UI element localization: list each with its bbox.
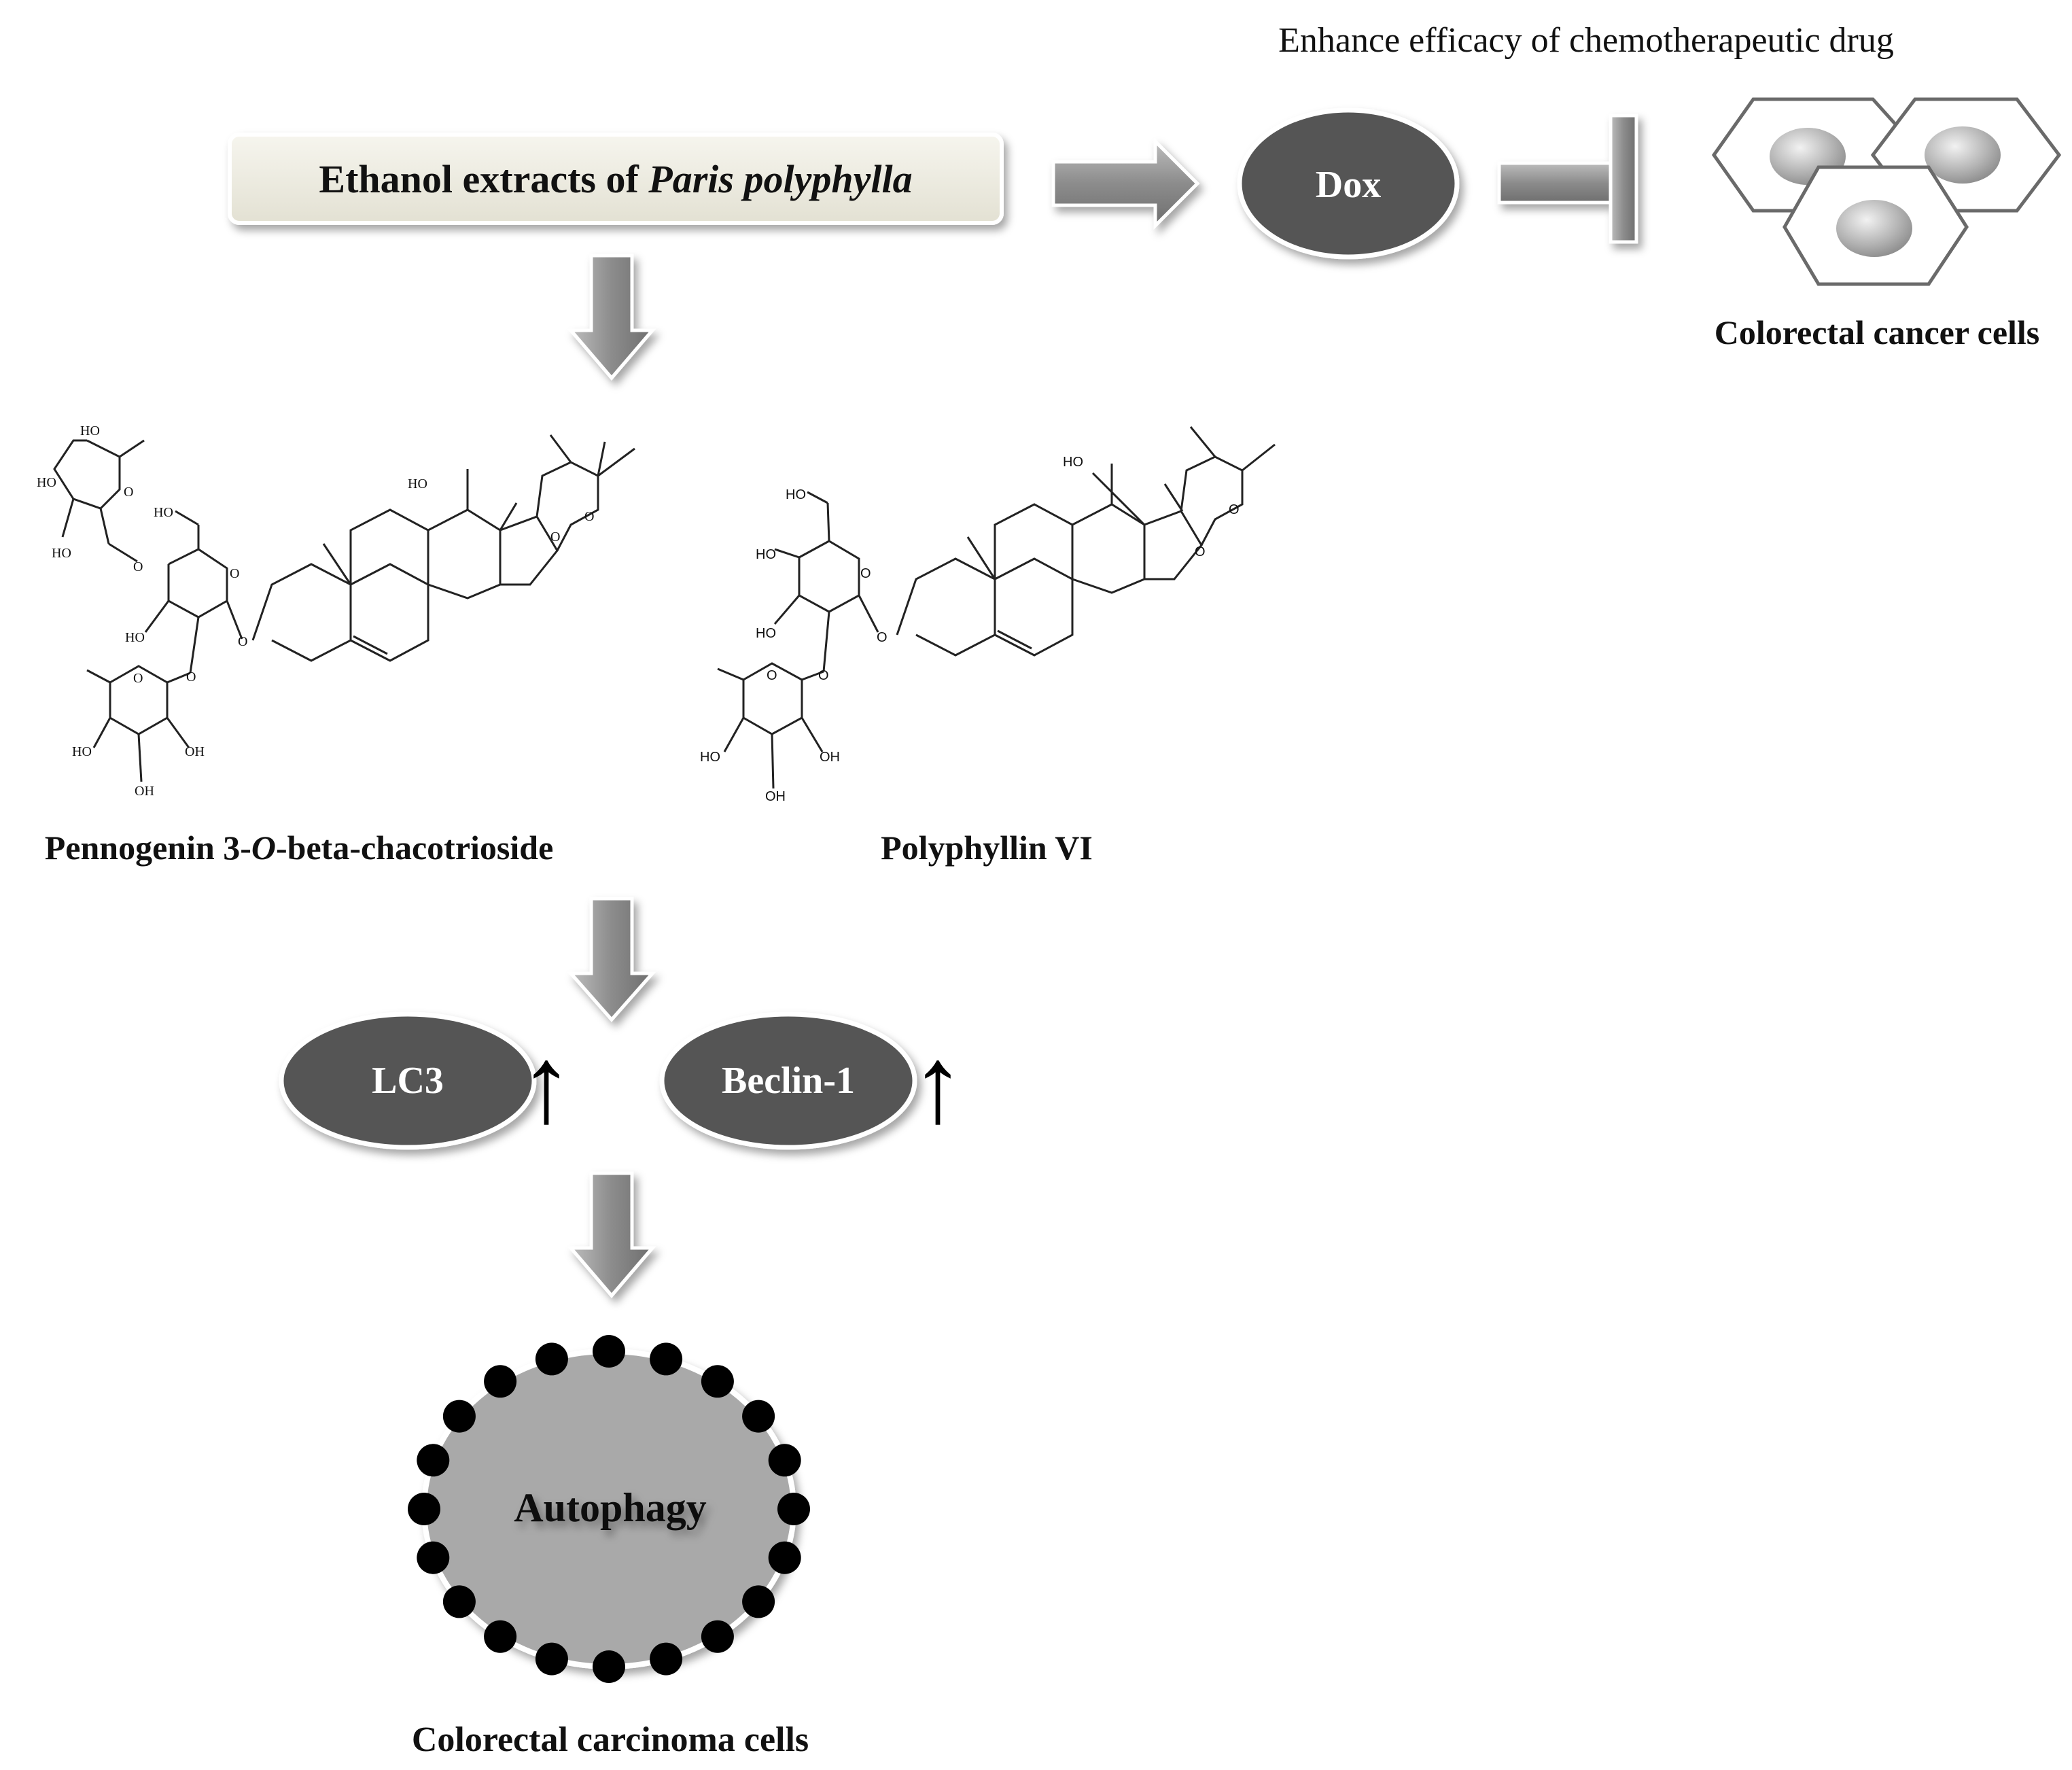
structure-polyphyllin (717, 426, 1276, 789)
autophagosome-dot (484, 1365, 517, 1398)
compound-name-polyphyllin: Polyphyllin VI (881, 829, 1093, 867)
autophagosome-dot (701, 1620, 734, 1653)
svg-text:OH: OH (135, 784, 154, 799)
autophagosome-dots (408, 1335, 810, 1683)
svg-text:O: O (133, 671, 143, 686)
svg-text:OH: OH (185, 744, 205, 759)
svg-text:HO: HO (125, 630, 145, 645)
svg-text:OH: OH (765, 789, 786, 804)
autophagosome-dot (742, 1400, 775, 1433)
autophagosome-dot (777, 1493, 810, 1525)
autophagosome-dot (650, 1342, 683, 1376)
beclin-label: Beclin-1 (722, 1060, 855, 1102)
autophagosome-dot (535, 1642, 568, 1676)
autophagosome-dot (417, 1444, 450, 1477)
autophagosome-dot (535, 1342, 568, 1376)
svg-text:O: O (818, 668, 829, 683)
svg-text:O: O (877, 630, 888, 645)
svg-text:HO: HO (408, 476, 427, 491)
extract-box: Ethanol extracts of Paris polyphylla (228, 133, 1004, 225)
svg-text:O: O (1229, 502, 1240, 517)
svg-text:O: O (186, 670, 196, 684)
arrow-to-dox (1051, 137, 1200, 230)
cell-nucleus-right (1925, 126, 2001, 184)
svg-text:O: O (1195, 544, 1206, 559)
autophagosome-dot (768, 1541, 801, 1574)
arrow-down-to-compounds (567, 254, 656, 381)
svg-text:HO: HO (700, 750, 720, 765)
svg-text:HO: HO (52, 546, 71, 561)
svg-text:O: O (584, 509, 594, 524)
svg-text:O: O (767, 668, 777, 683)
efficacy-note: Enhance efficacy of chemotherapeutic dru… (1278, 21, 1894, 60)
autophagosome-dot (701, 1365, 734, 1398)
svg-text:HO: HO (756, 547, 776, 562)
autophagy-label: Autophagy (514, 1485, 706, 1530)
cell-nucleus-bottom (1836, 200, 1912, 257)
autophagosome-dot (408, 1493, 440, 1525)
svg-text:O: O (133, 559, 143, 574)
svg-text:HO: HO (154, 505, 173, 520)
autophagosome-dot (442, 1585, 476, 1618)
svg-text:O: O (550, 530, 560, 544)
arrow-down-to-markers (567, 897, 656, 1022)
svg-text:HO: HO (786, 487, 806, 502)
dox-ellipse (1237, 107, 1460, 260)
structure-polyphyllin-atoms: HO HO HO HO O O O O O O HO OH OH (700, 455, 1240, 804)
autophagosome-dot (768, 1444, 801, 1477)
svg-text:HO: HO (72, 744, 92, 759)
autophagosome-dot (742, 1585, 775, 1618)
svg-text:O: O (860, 566, 871, 581)
svg-text:HO: HO (80, 423, 100, 438)
autophagosome-dot (593, 1650, 625, 1683)
svg-text:O: O (230, 566, 239, 581)
autophagosome-dot (650, 1642, 683, 1676)
autophagosome-dot (417, 1541, 450, 1574)
svg-text:O: O (124, 485, 133, 500)
lc3-label: LC3 (372, 1060, 444, 1102)
dox-label: Dox (1316, 164, 1381, 206)
extract-label: Ethanol extracts of Paris polyphylla (319, 157, 912, 201)
cancer-cells-label: Colorectal cancer cells (1715, 313, 2040, 351)
arrow-down-to-autophagy (567, 1171, 656, 1298)
autophagosome-dot (593, 1335, 625, 1368)
structure-pennogenin-atoms: HO HO HO HO HO O O O O O O HO HO OH OH O… (37, 423, 594, 799)
autophagosome-dot (442, 1400, 476, 1433)
inhibition-symbol (1497, 114, 1638, 244)
beclin-ellipse (659, 1011, 917, 1150)
svg-text:HO: HO (756, 626, 776, 641)
svg-text:OH: OH (820, 750, 840, 765)
carcinoma-label: Colorectal carcinoma cells (412, 1720, 809, 1759)
autophagosome-dot (484, 1620, 517, 1653)
compound-name-pennogenin: Pennogenin 3-O-beta-chacotrioside (45, 829, 554, 867)
structure-pennogenin (53, 434, 635, 782)
lc3-up-arrow-icon: ↑ (519, 1024, 574, 1145)
lc3-ellipse (279, 1011, 537, 1150)
cancer-cells-illustration (1711, 97, 2062, 286)
svg-text:O: O (238, 634, 247, 649)
beclin-up-arrow-icon: ↑ (911, 1024, 965, 1145)
svg-text:HO: HO (37, 475, 56, 490)
svg-text:HO: HO (1063, 455, 1083, 470)
